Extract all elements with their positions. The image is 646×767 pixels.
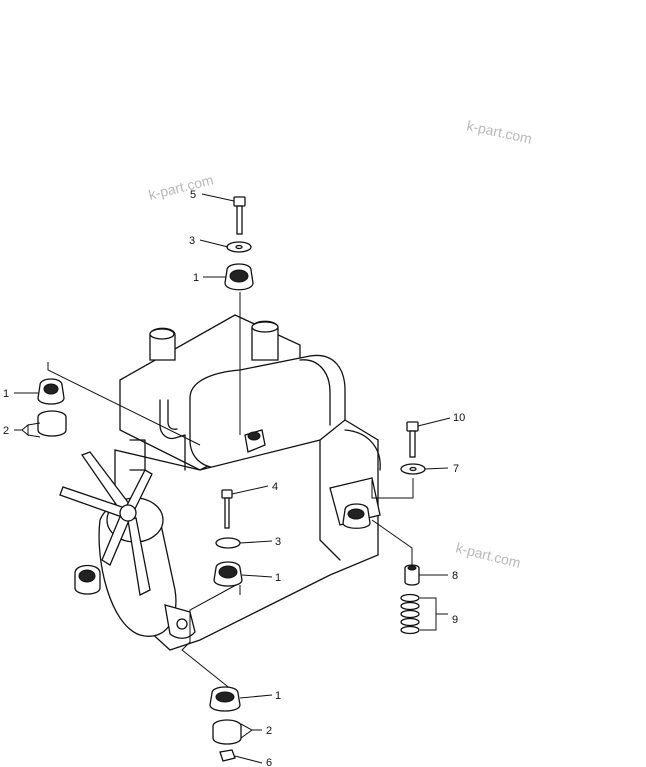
spring-stack-9[interactable] <box>400 593 420 635</box>
bolt-5[interactable] <box>233 196 246 235</box>
washer-3-middle[interactable] <box>215 537 241 549</box>
watermark-top-left: k-part.com <box>147 171 215 203</box>
washer-7[interactable] <box>400 463 426 475</box>
callout-9: 9 <box>452 614 458 626</box>
mount-1-middle[interactable] <box>213 561 243 587</box>
callout-7: 7 <box>453 463 459 475</box>
callout-5: 5 <box>190 189 196 201</box>
mount-1-top[interactable] <box>224 263 254 291</box>
callout-1-middle: 1 <box>275 572 281 584</box>
callout-8: 8 <box>452 570 458 582</box>
callout-2-left: 2 <box>3 425 9 437</box>
callout-1-bottom: 1 <box>275 690 281 702</box>
callout-10: 10 <box>453 412 465 424</box>
callout-leaders <box>14 193 451 764</box>
callout-1-top: 1 <box>193 272 199 284</box>
rear-right-mount[interactable] <box>342 503 371 529</box>
engine-body <box>59 314 381 651</box>
callout-3-top: 3 <box>189 235 195 247</box>
callout-4: 4 <box>272 481 278 493</box>
upper-mount-bracket[interactable] <box>244 429 266 453</box>
front-mount[interactable] <box>74 564 101 595</box>
watermark-right: k-part.com <box>454 539 522 571</box>
callout-1-left: 1 <box>3 388 9 400</box>
reference-lines <box>47 292 414 691</box>
mount-1-bottom[interactable] <box>209 686 241 712</box>
nut-6[interactable] <box>219 749 236 762</box>
watermark-top-right: k-part.com <box>465 117 533 146</box>
callout-2-bottom: 2 <box>266 725 272 737</box>
mount-1-left[interactable] <box>37 378 65 405</box>
cushion-2-left[interactable] <box>37 410 67 437</box>
callout-6: 6 <box>266 757 272 767</box>
callout-3-middle: 3 <box>275 536 281 548</box>
bolt-10[interactable] <box>406 421 419 458</box>
cushion-2-bottom[interactable] <box>212 719 242 745</box>
sleeve-8[interactable] <box>404 564 420 586</box>
washer-3-top[interactable] <box>226 241 252 253</box>
